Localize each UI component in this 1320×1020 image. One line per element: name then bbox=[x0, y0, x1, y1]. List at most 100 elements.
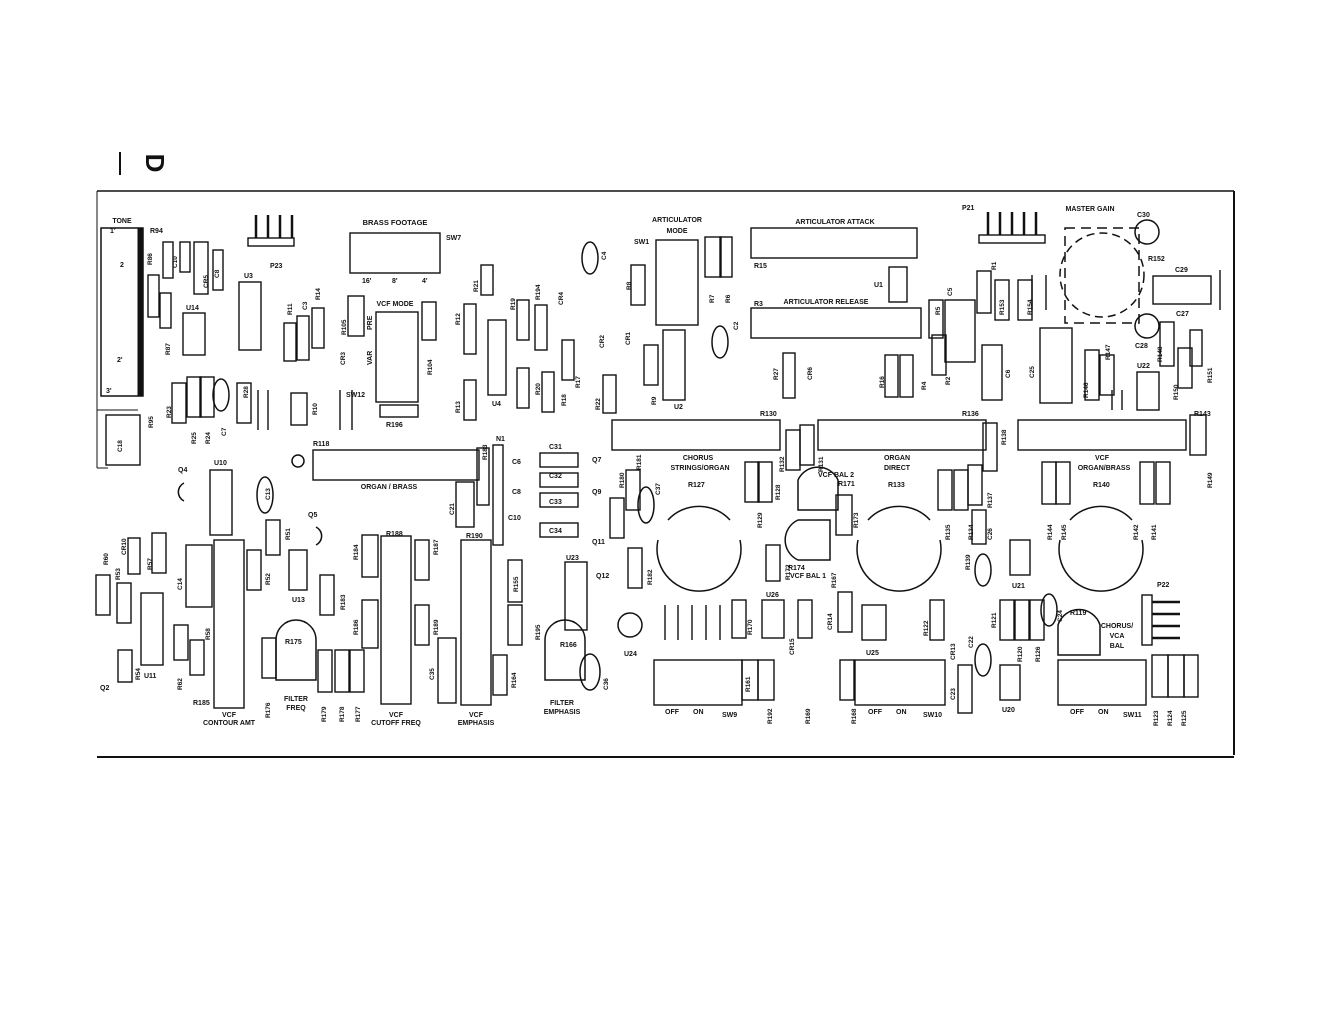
label-cr5: CR5 bbox=[203, 275, 210, 288]
label-c10: C10 bbox=[172, 256, 179, 268]
articulator-mode-title-1: ARTICULATOR bbox=[652, 217, 702, 224]
vcf-mode-title: VCF MODE bbox=[377, 301, 414, 308]
label-c14: C14 bbox=[177, 578, 184, 590]
articulator-release-title: ARTICULATOR RELEASE bbox=[784, 299, 869, 306]
label-sw11: SW11 bbox=[1123, 712, 1142, 719]
footage-16: 16' bbox=[362, 278, 372, 285]
organ-direct-title-2: DIRECT bbox=[884, 465, 911, 472]
label-r6: R6 bbox=[725, 294, 732, 303]
svg-text:2': 2' bbox=[117, 357, 123, 364]
label-c24: C24 bbox=[1057, 610, 1064, 622]
label-r25: R25 bbox=[191, 432, 198, 444]
label-r12: R12 bbox=[455, 313, 462, 325]
label-r149: R149 bbox=[1207, 472, 1214, 488]
label-sw1: SW1 bbox=[634, 239, 649, 246]
label-c8: C8 bbox=[214, 269, 221, 278]
label-q5: Q5 bbox=[308, 512, 317, 519]
sw11-off: OFF bbox=[1070, 709, 1085, 716]
label-q11: Q11 bbox=[592, 539, 605, 546]
label-r94: R94 bbox=[150, 228, 163, 235]
label-c10: C10 bbox=[508, 515, 521, 522]
label-r182: R182 bbox=[647, 569, 654, 585]
svg-text:1': 1' bbox=[110, 228, 116, 235]
label-r7: R7 bbox=[709, 294, 716, 303]
label-r148: R148 bbox=[1157, 346, 1164, 362]
label-r155: R155 bbox=[513, 576, 520, 592]
page-letter: D bbox=[140, 154, 170, 173]
label-r14: R14 bbox=[315, 288, 322, 300]
sw10-on: ON bbox=[896, 709, 907, 716]
label-u11: U11 bbox=[144, 673, 157, 680]
label-r179: R179 bbox=[321, 706, 328, 722]
label-p22: P22 bbox=[1157, 582, 1170, 589]
label-r142: R142 bbox=[1133, 524, 1140, 540]
label-r175: R175 bbox=[285, 639, 302, 646]
sw11-on: ON bbox=[1098, 709, 1109, 716]
label-r28: R28 bbox=[243, 386, 250, 398]
label-r16: R16 bbox=[879, 376, 886, 388]
label-r20: R20 bbox=[535, 383, 542, 395]
label-r17: R17 bbox=[575, 376, 582, 388]
label-r184: R184 bbox=[353, 544, 360, 560]
label-r9: R9 bbox=[651, 396, 658, 405]
label-cr14: CR14 bbox=[827, 613, 834, 630]
label-r95: R95 bbox=[148, 416, 155, 428]
label-c28: C28 bbox=[1135, 343, 1148, 350]
label-c29: C29 bbox=[1175, 267, 1188, 274]
label-u24: U24 bbox=[624, 651, 637, 658]
label-r143: R143 bbox=[1194, 411, 1211, 418]
label-cr1: CR1 bbox=[625, 332, 632, 345]
label-r104: R104 bbox=[427, 359, 434, 375]
label-r194: R194 bbox=[535, 284, 542, 300]
footage-4: 4' bbox=[422, 278, 428, 285]
label-c34: C34 bbox=[549, 528, 562, 535]
sw9-on: ON bbox=[693, 709, 704, 716]
brass-footage-title: BRASS FOOTAGE bbox=[363, 218, 428, 227]
label-r152: R152 bbox=[1148, 256, 1165, 263]
svg-text:3': 3' bbox=[106, 388, 112, 395]
vcf-organ-brass-title-1: VCF bbox=[1095, 455, 1110, 462]
label-r53: R53 bbox=[115, 568, 122, 580]
vcf-organ-brass-title-2: ORGAN/BRASS bbox=[1078, 465, 1131, 472]
label-c26: C26 bbox=[987, 528, 994, 540]
label-r190: R190 bbox=[466, 533, 483, 540]
label-r186: R186 bbox=[353, 619, 360, 635]
label-r169: R169 bbox=[805, 708, 812, 724]
master-gain-title: MASTER GAIN bbox=[1066, 206, 1115, 213]
label-c36: C36 bbox=[603, 678, 610, 690]
label-r140: R140 bbox=[1093, 482, 1110, 489]
filter-emphasis-title-2: EMPHASIS bbox=[544, 709, 581, 716]
label-r183: R183 bbox=[482, 444, 489, 460]
label-r124: R124 bbox=[1167, 710, 1174, 726]
label-c30: C30 bbox=[1137, 212, 1150, 219]
label-r128: R128 bbox=[775, 484, 782, 500]
label-r60: R60 bbox=[103, 553, 110, 565]
label-c5: C5 bbox=[947, 287, 954, 296]
label-r168: R168 bbox=[851, 708, 858, 724]
label-r52: R52 bbox=[265, 573, 272, 585]
label-c37: C37 bbox=[655, 483, 662, 495]
trim-pots bbox=[177, 219, 1160, 691]
label-u22: U22 bbox=[1137, 363, 1150, 370]
label-c6b: C6 bbox=[1005, 369, 1012, 378]
chorus-title-2: STRINGS/ORGAN bbox=[670, 465, 729, 472]
label-p21: P21 bbox=[962, 205, 975, 212]
chorus-vca-title-2: VCA bbox=[1110, 633, 1125, 640]
label-r122: R122 bbox=[923, 620, 930, 636]
label-cr13: CR13 bbox=[950, 643, 957, 660]
label-q7: Q7 bbox=[592, 457, 601, 464]
label-r167: R167 bbox=[831, 572, 838, 588]
label-r164: R164 bbox=[511, 672, 518, 688]
label-r196: R196 bbox=[386, 422, 403, 429]
label-u25: U25 bbox=[866, 650, 879, 657]
label-c8: C8 bbox=[512, 489, 521, 496]
vcf-cutoff-title-1: VCF bbox=[389, 712, 404, 719]
label-r11: R11 bbox=[287, 303, 294, 315]
label-r176: R176 bbox=[265, 702, 272, 718]
label-r189: R189 bbox=[433, 619, 440, 635]
label-r87: R87 bbox=[165, 343, 172, 355]
label-r19: R19 bbox=[510, 298, 517, 310]
vcf-emphasis-title-2: EMPHASIS bbox=[458, 720, 495, 727]
label-r15: R15 bbox=[754, 263, 767, 270]
filter-freq-title-2: FREQ bbox=[286, 705, 306, 712]
